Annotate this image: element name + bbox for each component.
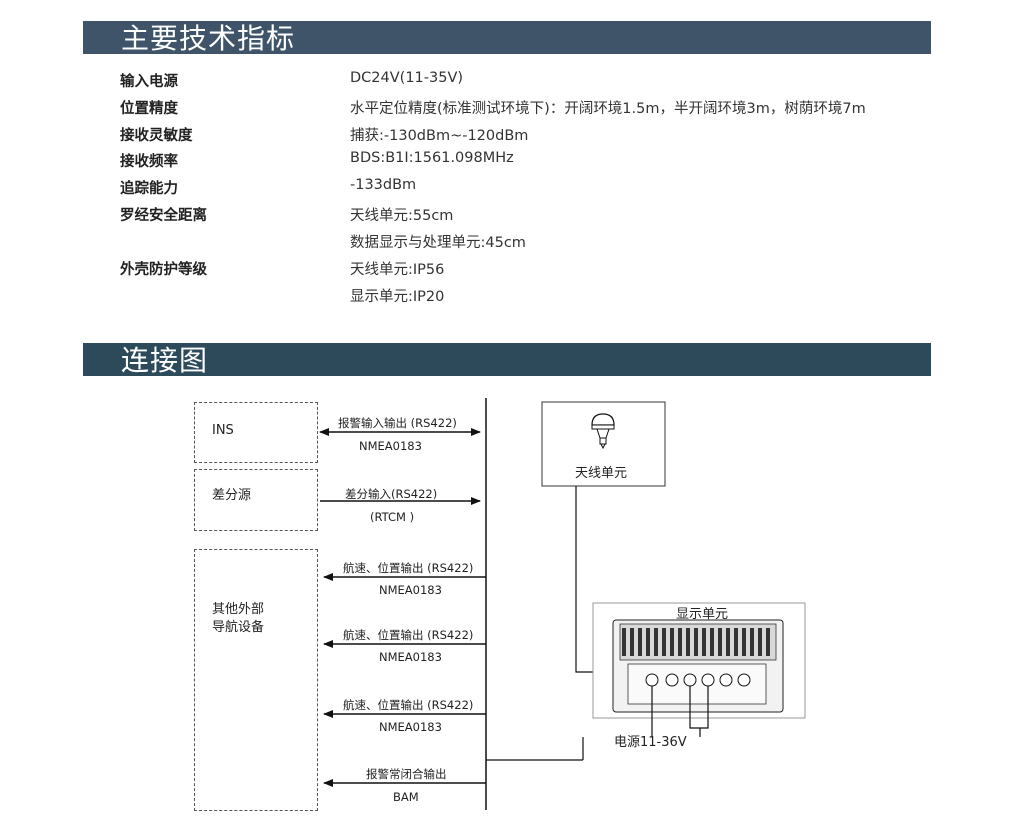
cooling-fin (742, 628, 746, 656)
signal-sub-output-2: NMEA0183 (379, 650, 442, 664)
cooling-fin (670, 628, 674, 656)
spec-value-sensitivity: 捕获:-130dBm~-120dBm (350, 128, 529, 144)
specs-section-title: 主要技术指标 (121, 22, 296, 55)
spec-value-compass-antenna: 天线单元:55cm (350, 208, 454, 224)
cooling-fin (630, 628, 634, 656)
spec-value-compass-display: 数据显示与处理单元:45cm (350, 235, 526, 251)
cooling-fin (654, 628, 658, 656)
spec-label-sensitivity: 接收灵敏度 (120, 128, 193, 144)
ins-label: INS (212, 423, 234, 438)
signal-label-output-1: 航速、位置输出 (RS422) (343, 561, 474, 575)
cooling-fin (638, 628, 642, 656)
cooling-fin (726, 628, 730, 656)
spec-value-power: DC24V(11-35V) (350, 70, 464, 86)
signal-label-bam: 报警常闭合输出 (366, 767, 447, 781)
antenna-unit-label: 天线单元 (575, 466, 628, 481)
cooling-fin (678, 628, 682, 656)
signal-sub-output-1: NMEA0183 (379, 583, 442, 597)
spec-label-compass-distance: 罗经安全距离 (120, 208, 207, 224)
signal-label-diff: 差分输入(RS422) (345, 487, 438, 501)
cooling-fin (734, 628, 738, 656)
cooling-fin (758, 628, 762, 656)
spec-label-protection: 外壳防护等级 (120, 262, 207, 278)
other-nav-label-2: 导航设备 (212, 620, 265, 635)
diff-source-label: 差分源 (212, 488, 252, 503)
spec-value-accuracy: 水平定位精度(标准测试环境下)：开阔环境1.5m，半开阔环境3m，树荫环境7m (350, 101, 866, 117)
signal-label-output-2: 航速、位置输出 (RS422) (343, 628, 474, 642)
diagram-section-title: 连接图 (121, 344, 209, 377)
signal-sub-ins: NMEA0183 (359, 439, 422, 453)
cooling-fin (702, 628, 706, 656)
other-nav-box (194, 549, 318, 811)
specs-section-header: 主要技术指标 (83, 21, 931, 54)
display-cooling-fins (622, 628, 774, 656)
spec-label-tracking: 追踪能力 (120, 181, 178, 197)
cooling-fin (694, 628, 698, 656)
spec-label-power: 输入电源 (120, 74, 178, 90)
signal-label-output-3: 航速、位置输出 (RS422) (343, 698, 474, 712)
display-unit-label: 显示单元 (676, 607, 729, 622)
cooling-fin (718, 628, 722, 656)
spec-value-frequency: BDS:B1I:1561.098MHz (350, 150, 514, 166)
signal-sub-diff: (RTCM ) (370, 510, 415, 524)
ins-box (194, 402, 318, 463)
spec-value-protection-antenna: 天线单元:IP56 (350, 262, 445, 278)
spec-label-frequency: 接收频率 (120, 154, 178, 170)
antenna-icon (591, 413, 615, 450)
cooling-fin (686, 628, 690, 656)
cooling-fin (750, 628, 754, 656)
cooling-fin (766, 628, 770, 656)
diagram-section-header: 连接图 (83, 343, 931, 376)
power-label: 电源11-36V (614, 735, 687, 750)
spec-label-accuracy: 位置精度 (120, 101, 178, 117)
cooling-fin (646, 628, 650, 656)
other-nav-label-1: 其他外部 (212, 602, 265, 617)
spec-value-tracking: -133dBm (350, 177, 417, 193)
diff-source-box (194, 469, 318, 531)
spec-value-protection-display: 显示单元:IP20 (350, 289, 445, 305)
signal-sub-bam: BAM (393, 790, 419, 804)
cooling-fin (622, 628, 626, 656)
cooling-fin (662, 628, 666, 656)
cooling-fin (710, 628, 714, 656)
signal-label-ins: 报警输入输出 (RS422) (338, 416, 457, 430)
signal-sub-output-3: NMEA0183 (379, 720, 442, 734)
